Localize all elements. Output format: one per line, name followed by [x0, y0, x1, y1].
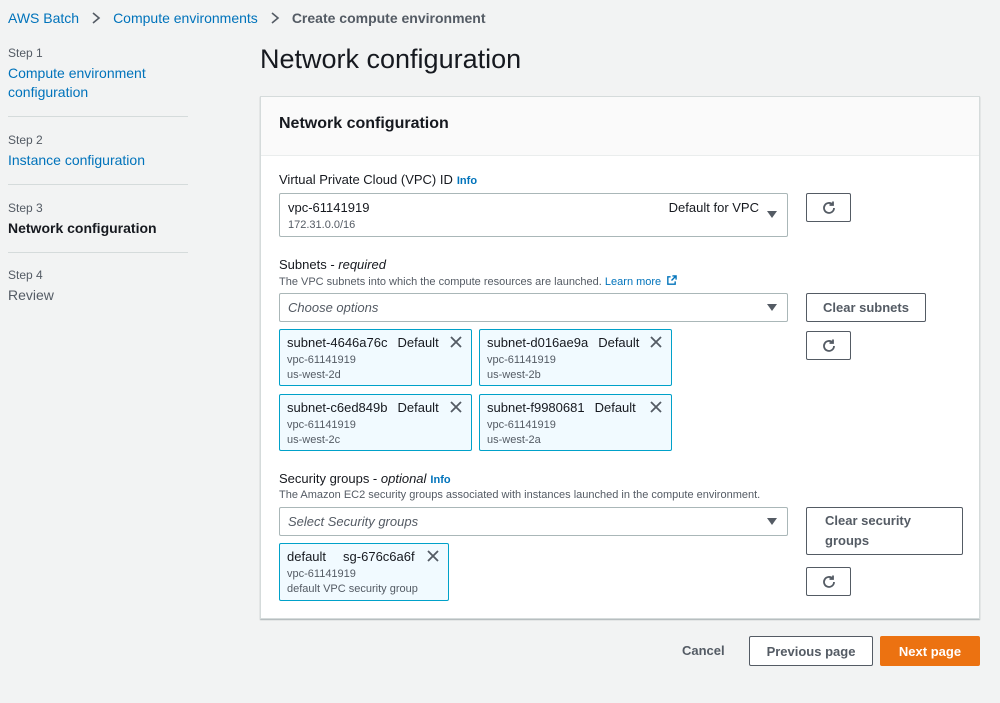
refresh-security-groups-button[interactable] [806, 567, 851, 596]
step-2-link[interactable]: Instance configuration [8, 152, 145, 168]
close-icon[interactable] [426, 549, 440, 563]
next-page-button[interactable]: Next page [880, 636, 980, 666]
breadcrumb-current: Create compute environment [291, 10, 486, 26]
vpc-value: vpc-61141919 [288, 200, 370, 215]
external-link-icon [667, 275, 678, 285]
close-icon[interactable] [649, 335, 663, 349]
refresh-icon [822, 201, 835, 214]
security-groups-placeholder: Select Security groups [288, 514, 419, 529]
subnet-vpc: vpc-61141919 [287, 354, 356, 366]
caret-down-icon [767, 304, 777, 311]
subnet-tag: Default [598, 335, 640, 350]
vpc-tag: Default for VPC [668, 200, 759, 215]
subnet-vpc: vpc-61141919 [487, 419, 556, 431]
breadcrumb-aws-batch[interactable]: AWS Batch [8, 10, 80, 26]
security-groups-description: The Amazon EC2 security groups associate… [279, 489, 761, 501]
vpc-cidr: 172.31.0.0/16 [288, 219, 356, 231]
step-3-title: Network configuration [8, 220, 157, 236]
security-groups-select[interactable]: Select Security groups [279, 507, 788, 536]
security-group-desc: default VPC security group [287, 583, 418, 595]
chevron-right-icon [89, 11, 103, 25]
learn-more-link[interactable]: Learn more [604, 276, 662, 288]
subnet-tag: Default [594, 400, 636, 415]
step-3: Step 3 Network configuration [8, 185, 188, 253]
subnet-vpc: vpc-61141919 [287, 419, 356, 431]
panel-header: Network configuration [261, 97, 979, 156]
security-groups-label-text: Security groups - [279, 471, 381, 486]
subnets-placeholder: Choose options [288, 300, 379, 315]
subnet-token-title: subnet-f9980681 Default [487, 400, 663, 415]
subnet-token: subnet-d016ae9a Default vpc-61141919 us-w… [479, 329, 672, 386]
security-group-name: default [287, 549, 327, 564]
security-group-token: default sg-676c6a6f vpc-61141919 default … [279, 543, 449, 601]
vpc-label-text: Virtual Private Cloud (VPC) ID [279, 172, 453, 187]
wizard-steps: Step 1 Compute environment configuration… [8, 40, 188, 305]
subnets-description: The VPC subnets into which the compute r… [279, 275, 678, 288]
step-label: Step 1 [8, 46, 43, 60]
subnets-qualifier: required [338, 257, 386, 272]
security-group-token-title: default sg-676c6a6f [287, 549, 440, 564]
step-4: Step 4 Review [8, 253, 188, 305]
step-label: Step 2 [8, 133, 43, 147]
refresh-subnets-button[interactable] [806, 331, 851, 360]
subnet-id: subnet-f9980681 [487, 400, 585, 415]
clear-security-groups-button[interactable]: Clear security groups [806, 507, 963, 555]
caret-down-icon [767, 518, 777, 525]
subnets-label-text: Subnets - [279, 257, 339, 272]
subnet-id: subnet-d016ae9a [487, 335, 589, 350]
close-icon[interactable] [449, 335, 463, 349]
step-4-title: Review [8, 287, 54, 303]
subnet-token: subnet-4646a76c Default vpc-61141919 us-w… [279, 329, 472, 386]
breadcrumb-compute-environments[interactable]: Compute environments [113, 10, 258, 26]
page-title: Network configuration [260, 44, 522, 74]
subnet-vpc: vpc-61141919 [487, 354, 556, 366]
subnet-zone: us-west-2a [487, 434, 541, 446]
subnet-tag: Default [397, 400, 439, 415]
subnet-zone: us-west-2d [287, 369, 341, 381]
subnet-id: subnet-c6ed849b [287, 400, 388, 415]
previous-page-button[interactable]: Previous page [749, 636, 873, 666]
subnet-token-title: subnet-4646a76c Default [287, 335, 463, 350]
subnet-zone: us-west-2b [487, 369, 541, 381]
step-2: Step 2 Instance configuration [8, 117, 188, 185]
caret-down-icon [767, 211, 777, 218]
cancel-button[interactable]: Cancel [682, 643, 725, 658]
subnet-token: subnet-f9980681 Default vpc-61141919 us-w… [479, 394, 672, 451]
subnet-id: subnet-4646a76c [287, 335, 388, 350]
subnets-select[interactable]: Choose options [279, 293, 788, 322]
security-group-id: sg-676c6a6f [343, 549, 415, 564]
vpc-info-link[interactable]: Info [456, 175, 478, 187]
step-1: Step 1 Compute environment configuration [8, 40, 188, 117]
network-configuration-panel: Network configuration Virtual Private Cl… [260, 96, 980, 619]
close-icon[interactable] [649, 400, 663, 414]
step-label: Step 3 [8, 201, 43, 215]
breadcrumb: AWS Batch Compute environments Create co… [8, 9, 486, 27]
step-label: Step 4 [8, 268, 43, 282]
refresh-icon [822, 575, 835, 588]
clear-subnets-button[interactable]: Clear subnets [806, 293, 926, 322]
refresh-vpc-button[interactable] [806, 193, 851, 222]
chevron-right-icon [268, 11, 282, 25]
security-group-vpc: vpc-61141919 [287, 568, 356, 580]
subnets-description-text: The VPC subnets into which the compute r… [279, 276, 602, 288]
subnet-token-title: subnet-d016ae9a Default [487, 335, 663, 350]
subnets-label: Subnets - required [279, 257, 386, 272]
refresh-icon [822, 339, 835, 352]
subnet-zone: us-west-2c [287, 434, 341, 446]
security-groups-info-link[interactable]: Info [430, 474, 451, 486]
vpc-select[interactable]: vpc-61141919 172.31.0.0/16 Default for V… [279, 193, 788, 237]
close-icon[interactable] [449, 400, 463, 414]
subnet-token-title: subnet-c6ed849b Default [287, 400, 463, 415]
subnet-tag: Default [397, 335, 439, 350]
step-1-link[interactable]: Compute environment configuration [8, 65, 146, 100]
subnet-token: subnet-c6ed849b Default vpc-61141919 us-w… [279, 394, 472, 451]
security-groups-qualifier: optional [380, 471, 427, 486]
